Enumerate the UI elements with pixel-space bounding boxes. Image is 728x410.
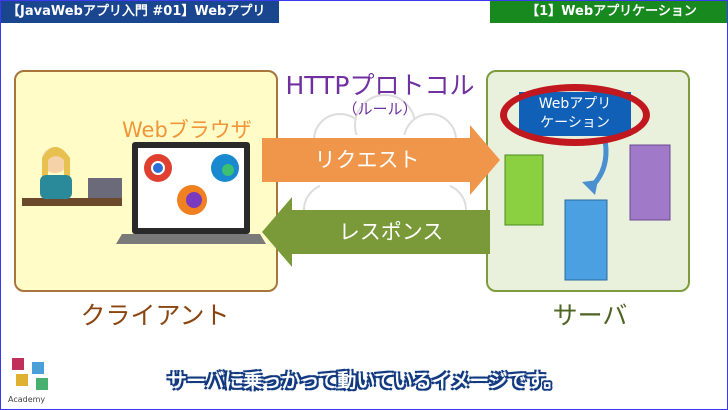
bocp-logo [10, 356, 50, 398]
request-label: リクエスト [314, 148, 420, 172]
highlight-ellipse [500, 84, 650, 146]
request-arrow [262, 125, 500, 195]
person-at-desk-icon [22, 147, 122, 206]
laptop-icon [116, 142, 266, 244]
server-towers-icon [504, 139, 671, 281]
browser-label: Webブラウザ [122, 118, 252, 142]
response-arrow [262, 197, 490, 267]
response-label: レスポンス [338, 220, 444, 244]
logo-text: Academy [8, 395, 46, 404]
protocol-subtitle: （ルール） [342, 100, 418, 118]
chapter-title-banner: 【1】Webアプリケーション [490, 1, 727, 23]
series-title-banner: 【JavaWebアプリ入門 #01】Webアプリ [1, 1, 279, 23]
server-label: サーバ [552, 301, 628, 330]
protocol-title: HTTPプロトコル [285, 71, 475, 100]
client-label: クライアント [80, 301, 230, 330]
caption-subtitle: サーバに乗っかって動いているイメージです。 [167, 370, 563, 392]
